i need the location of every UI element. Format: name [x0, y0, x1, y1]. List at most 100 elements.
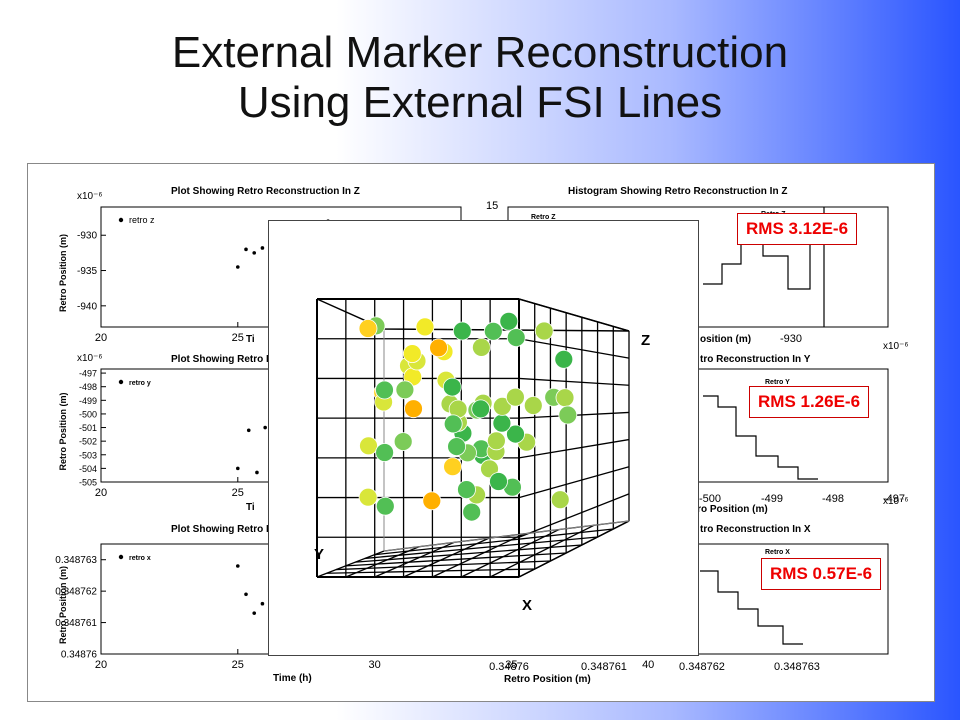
histogram-x-tick-label: 0.348762	[679, 661, 725, 673]
scatter-title: Plot Showing Retro Reconstruction In Z	[171, 186, 360, 197]
scatter-title: Plot Showing Retro Reconstruction In X	[171, 524, 361, 535]
histogram-xlabel: Retro Position (m)	[504, 674, 591, 685]
cube-data-point	[462, 502, 482, 522]
cube-data-point	[393, 432, 413, 452]
cube-grid-line	[518, 520, 630, 578]
histogram-step	[700, 570, 803, 645]
cube-data-point	[447, 437, 467, 457]
cube-data-point	[442, 377, 462, 397]
histogram-ymax-label: 15	[486, 200, 498, 212]
scatter-title: Plot Showing Retro Reconstruction In Y	[171, 354, 361, 365]
y-tick-label: -930	[77, 231, 97, 242]
histogram-x-tick-label: -499	[761, 493, 783, 505]
x-tick-label: 20	[95, 659, 107, 671]
histogram-x-tick-label: -498	[822, 493, 844, 505]
histogram-multiplier: x10⁻⁶	[883, 496, 909, 507]
cube-data-point	[506, 424, 525, 444]
histogram-multiplier: x10⁻⁶	[883, 341, 909, 352]
cube-data-point	[558, 405, 578, 425]
cube-grid-line	[355, 544, 582, 563]
histogram-xlabel: Retro Position (m)	[681, 504, 768, 515]
x-tick-label: 40	[642, 659, 654, 671]
cube-data-point	[402, 344, 422, 364]
cube-grid-line	[374, 528, 614, 556]
cube-grid-line	[461, 528, 560, 578]
y-tick-label: -504	[79, 464, 97, 474]
histogram-x-tick-label: -930	[780, 333, 802, 345]
cube-svg: ZYX	[314, 298, 650, 614]
histogram-x-tick-label: 0.348763	[774, 661, 820, 673]
cube-grid-line	[518, 338, 630, 359]
cube-grid-line	[403, 537, 490, 578]
histogram-x-tick-label: 0.34876	[489, 661, 529, 673]
legend-label: retro y	[129, 380, 151, 387]
y-tick-label: -500	[79, 409, 97, 419]
data-point	[236, 466, 240, 471]
legend-dot	[118, 379, 124, 385]
cube-data-point	[492, 413, 512, 433]
cube-data-point	[422, 491, 442, 511]
histogram-x-tick-label: 0.348761	[581, 661, 627, 673]
slide-title: External Marker Reconstruction Using Ext…	[0, 28, 960, 128]
cube-grid-line	[432, 533, 525, 578]
histogram-xlabel-partial: osition (m)	[700, 334, 751, 345]
y-tick-label: -499	[79, 396, 97, 406]
y-tick-label: -498	[79, 382, 97, 392]
axis-label-z: Z	[641, 332, 650, 349]
data-point	[244, 592, 248, 597]
data-point	[252, 611, 257, 615]
cube-grid-line	[518, 493, 630, 538]
cube-data-point	[471, 399, 491, 419]
cube-data-point	[429, 338, 449, 358]
y-tick-label: 0.348762	[55, 587, 97, 598]
cube-data-point	[358, 487, 378, 507]
y-tick-label: -940	[77, 301, 97, 312]
cube-grid-line	[326, 568, 535, 574]
cube-data-point	[375, 380, 394, 400]
data-point	[246, 428, 251, 433]
y-tick-label: 0.34876	[61, 650, 98, 661]
cube-data-point	[506, 328, 526, 347]
cube-data-point	[492, 396, 512, 416]
cube-data-point	[359, 436, 378, 456]
histogram-step	[703, 395, 818, 480]
x-axis-label-partial: Ti	[246, 334, 255, 345]
y-tick-label: -502	[79, 437, 97, 447]
cube-data-point	[486, 431, 506, 451]
histogram-legend: Retro X	[765, 549, 790, 556]
x-axis-label: Time (h)	[273, 673, 312, 684]
x-tick-label: 30	[368, 659, 380, 671]
cube-grid-line	[518, 438, 630, 459]
data-point	[244, 247, 248, 252]
cube-data-point	[554, 349, 574, 369]
histogram-title: tro Reconstruction In X	[700, 524, 811, 535]
cube-data-point	[358, 319, 378, 338]
cube-data-point	[471, 338, 491, 357]
title-line-1: External Marker Reconstruction	[171, 28, 789, 77]
cube-edge	[383, 520, 630, 552]
y-tick-label: 0.348761	[55, 618, 97, 629]
x-tick-label: 35	[505, 659, 517, 671]
data-point	[260, 246, 265, 250]
data-point	[252, 251, 257, 255]
cube-data-point	[499, 311, 519, 331]
y-tick-label: -497	[79, 369, 97, 379]
cube-data-point	[415, 317, 435, 337]
rms-label-z: RMS 3.12E-6	[737, 213, 858, 245]
cube-data-point	[505, 387, 525, 407]
title-line-2: Using External FSI Lines	[237, 78, 723, 127]
cube-grid-line	[364, 536, 598, 560]
legend-dot	[118, 217, 124, 223]
data-point	[260, 601, 265, 606]
y-tick-label: -505	[79, 478, 97, 488]
cube-data-point	[443, 457, 463, 477]
y-tick-label: -501	[79, 423, 97, 433]
data-point	[236, 265, 240, 269]
data-point	[255, 470, 259, 475]
x-tick-label: 20	[95, 487, 107, 499]
cube-data-point	[375, 443, 394, 462]
rms-label-y: RMS 1.26E-6	[749, 386, 870, 418]
y-axis-label: Retro Position (m)	[58, 392, 68, 470]
y-axis-label: Retro Position (m)	[58, 566, 68, 644]
data-point	[236, 564, 240, 568]
